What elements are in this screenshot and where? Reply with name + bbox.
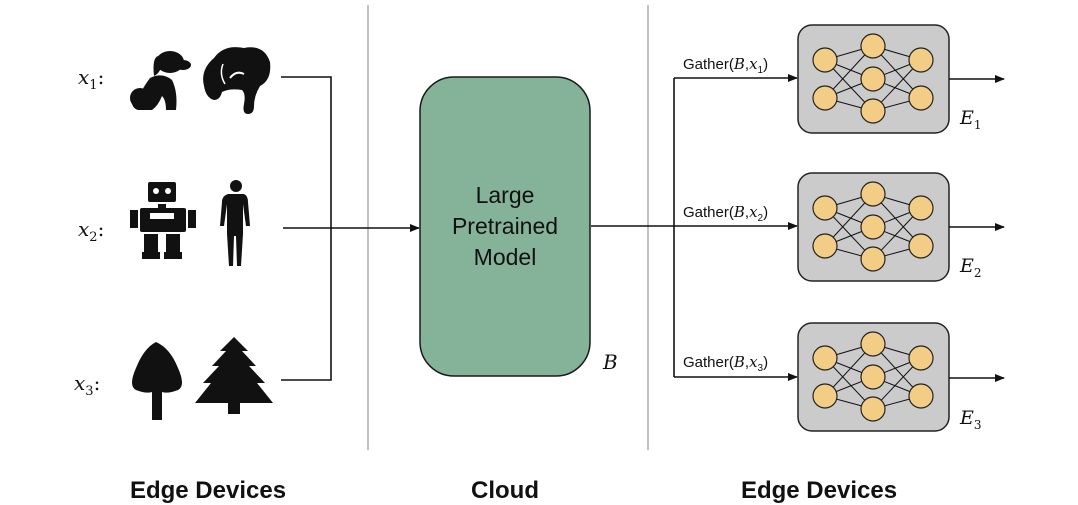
gather-label-2: Gather(B,x2) (683, 203, 768, 224)
input-label-x2: x2: (78, 217, 104, 245)
network-node (812, 233, 838, 259)
human-icon (220, 180, 250, 266)
gather-label-1: Gather(B,x1) (683, 55, 768, 76)
section-title-left: Edge Devices (130, 477, 286, 504)
network-node (908, 195, 934, 221)
network-node (860, 33, 886, 59)
expert-label-3: E3 (959, 407, 982, 432)
model-label-line-3: Model (474, 244, 537, 270)
network-node (860, 214, 886, 240)
dog-icon (130, 51, 191, 110)
section-title-right: Edge Devices (741, 477, 897, 504)
network-node (860, 396, 886, 422)
model-label-line-2: Pretrained (452, 213, 558, 239)
expert-networks (797, 24, 950, 432)
network-node (812, 85, 838, 111)
expert-label-2: E2 (959, 255, 982, 280)
input-label-x3: x3: (74, 371, 100, 399)
pine-tree-icon (195, 337, 273, 414)
network-node (908, 233, 934, 259)
expert-label-1: E1 (959, 107, 982, 132)
expert-network-2 (797, 172, 950, 282)
model-symbol: B (602, 350, 618, 374)
network-node (812, 47, 838, 73)
network-node (908, 85, 934, 111)
expert-network-1 (797, 24, 950, 134)
network-node (860, 98, 886, 124)
model-label-line-1: Large (476, 182, 535, 208)
robot-icon (130, 182, 196, 259)
network-node (860, 364, 886, 390)
input-label-x1: x1: (78, 65, 104, 93)
network-node (812, 195, 838, 221)
network-node (860, 331, 886, 357)
network-node (812, 383, 838, 409)
network-node (908, 47, 934, 73)
network-node (860, 181, 886, 207)
gather-label-3: Gather(B,x3) (683, 353, 768, 374)
tree-icon (132, 342, 182, 420)
section-title-middle: Cloud (471, 477, 539, 504)
elephant-icon (203, 47, 271, 114)
network-node (860, 66, 886, 92)
pretrained-model-box (419, 76, 591, 377)
network-node (908, 345, 934, 371)
network-node (860, 246, 886, 272)
network-node (908, 383, 934, 409)
network-node (812, 345, 838, 371)
expert-network-3 (797, 322, 950, 432)
